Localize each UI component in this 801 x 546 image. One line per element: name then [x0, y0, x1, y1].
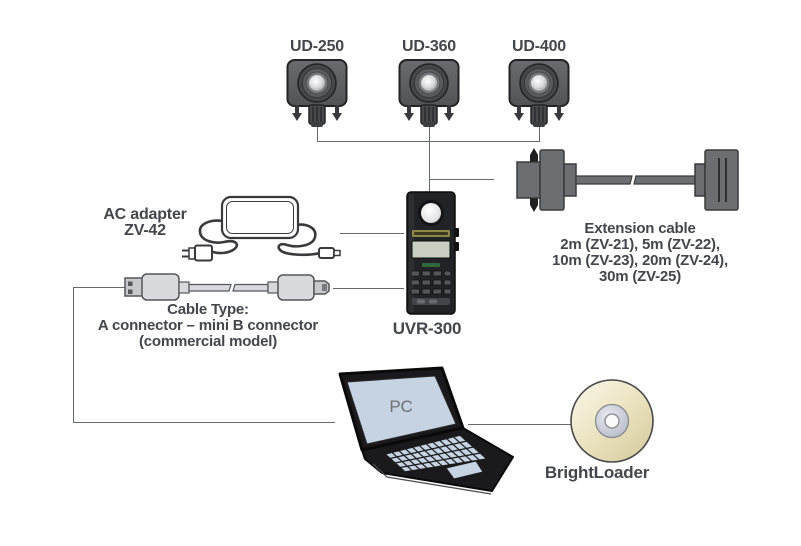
usb-cable-note: (commercial model) [138, 333, 278, 350]
usb-cable-caption: Cable Type: A connector – mini B connect… [68, 302, 348, 350]
extension-cable-lengths: 2m (ZV-21), 5m (ZV-22), [560, 236, 720, 253]
sensor-bus-line [317, 141, 540, 142]
sensor-label-ud250: UD-250 [290, 38, 344, 55]
adapter-line [340, 233, 404, 234]
usb-cable-title: Cable Type: [167, 301, 249, 318]
uv-sensor-head-icon [398, 59, 460, 127]
device-label: UVR-300 [392, 319, 462, 338]
connector-line [317, 127, 318, 141]
ac-adapter-name: AC adapter [103, 206, 187, 223]
uv-sensor-head-icon [286, 59, 348, 127]
extension-cable-icon [516, 148, 739, 212]
sensor-label-ud400: UD-400 [512, 38, 566, 55]
cd-line [468, 424, 572, 425]
extension-branch-line [429, 179, 494, 180]
usb-left-line [73, 287, 125, 288]
uvr-300-meter-icon [406, 191, 459, 315]
left-down-line [73, 287, 74, 422]
usb-cable-icon [124, 273, 330, 301]
usb-right-line [333, 288, 404, 289]
uv-sensor-head-icon [508, 59, 570, 127]
ac-adapter-model: ZV-42 [124, 222, 166, 239]
pc-label: PC [389, 397, 413, 416]
extension-cable-lengths: 10m (ZV-23), 20m (ZV-24), [552, 252, 728, 269]
extension-cable-title: Extension cable [584, 220, 696, 237]
ac-adapter-caption: AC adapter ZV-42 [90, 207, 200, 239]
cd-disc-icon [570, 379, 654, 463]
extension-cable-lengths: 30m (ZV-25) [599, 268, 681, 285]
connector-line [539, 127, 540, 141]
ac-adapter-icon [182, 195, 341, 262]
laptop-icon [338, 366, 514, 495]
connector-line [429, 141, 430, 194]
usb-cable-spec: A connector – mini B connector [97, 317, 319, 334]
extension-cable-caption: Extension cable 2m (ZV-21), 5m (ZV-22), … [540, 221, 740, 285]
sensor-label-ud360: UD-360 [402, 38, 456, 55]
software-label: BrightLoader [544, 463, 650, 482]
connector-line [429, 127, 430, 141]
pc-line [73, 422, 335, 423]
